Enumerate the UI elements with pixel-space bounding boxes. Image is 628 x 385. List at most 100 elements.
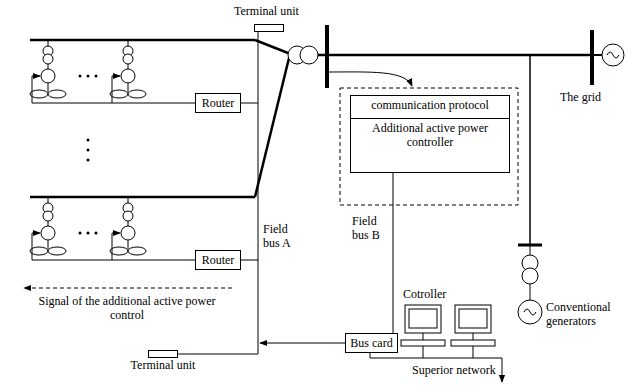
turbine-blade — [128, 90, 146, 98]
turbine-drop — [128, 40, 129, 46]
turbine-blade — [48, 90, 66, 98]
keyboard — [401, 340, 445, 346]
turbine-drop — [48, 40, 49, 46]
ellipsis-dot — [87, 232, 90, 235]
network-arrow — [502, 358, 503, 382]
control-feedback — [112, 76, 120, 103]
monitor-screen — [409, 309, 437, 328]
terminal-label: Terminal unit — [234, 4, 299, 18]
router-line — [32, 103, 195, 104]
transformer-symbol — [43, 211, 53, 221]
transformer-symbol — [43, 54, 53, 64]
monitor-stand — [423, 333, 424, 340]
ellipsis-dot — [87, 159, 90, 162]
process-box: Router — [195, 93, 241, 113]
bus-bar — [590, 30, 594, 85]
turbine-shaft — [128, 221, 129, 226]
transformer-symbol — [123, 211, 133, 221]
terminal-rect — [148, 350, 178, 358]
feeder-line — [30, 39, 255, 42]
network-wire — [370, 353, 502, 358]
transformer-symbol — [522, 268, 538, 284]
ellipsis-dot — [95, 232, 98, 235]
box-text: Bus card — [350, 336, 393, 350]
generator-symbol — [41, 226, 55, 240]
transformer-symbol — [300, 46, 318, 64]
grid-source — [602, 44, 624, 66]
generator-symbol — [121, 226, 135, 240]
measurement-arrow — [329, 72, 412, 86]
turbine-blade — [128, 247, 146, 255]
controller-enclosure — [340, 88, 518, 205]
turbine-shaft — [128, 240, 129, 249]
turbine-shaft — [128, 83, 129, 92]
turbine-blade — [110, 90, 128, 98]
annotation-label: Field bus A — [263, 222, 305, 250]
annotation-label: Signal of the additional active power co… — [32, 294, 222, 322]
wire — [530, 245, 531, 255]
annotation-label: Conventional generators — [546, 300, 624, 328]
box-text: communication protocol — [355, 98, 505, 112]
control-feedback — [32, 76, 40, 103]
turbine-shaft — [48, 64, 49, 69]
turbine-shaft — [128, 64, 129, 69]
terminal-label: Terminal unit — [131, 358, 196, 372]
turbine-blade — [30, 90, 48, 98]
control-feedback — [112, 233, 120, 260]
ac-symbol — [607, 52, 619, 58]
turbine-shaft — [48, 221, 49, 226]
monitor — [455, 305, 491, 333]
ellipsis-dot — [87, 75, 90, 78]
terminal-unit: Terminal unit — [234, 4, 299, 32]
box-text: Router — [200, 96, 236, 110]
turbine-drop — [48, 197, 49, 203]
terminal-unit: Terminal unit — [131, 350, 196, 372]
generator-symbol — [518, 300, 542, 324]
annotation-label: Cotroller — [403, 287, 446, 301]
process-box: Additional active power controller — [350, 118, 510, 173]
annotation-label: Field bus B — [352, 214, 390, 242]
network-wire — [423, 346, 424, 358]
wire — [530, 284, 531, 300]
control-feedback — [32, 233, 40, 260]
bus-card-arrow — [260, 343, 345, 344]
signal-arrow — [24, 288, 232, 289]
ellipsis-dot — [79, 75, 82, 78]
ellipsis-dot — [79, 232, 82, 235]
turbine-shaft — [48, 83, 49, 92]
monitor — [405, 305, 441, 333]
generator-symbol — [41, 69, 55, 83]
transmission-line — [318, 54, 592, 57]
power-network — [24, 25, 624, 382]
ac-symbol — [524, 309, 536, 315]
monitor-stand — [473, 333, 474, 340]
ellipsis-dot — [95, 75, 98, 78]
feeder-line — [255, 40, 288, 53]
monitor-screen — [459, 309, 487, 328]
turbine-blade — [110, 247, 128, 255]
transformer-symbol — [123, 54, 133, 64]
network-wire — [473, 346, 474, 358]
process-box: Bus card — [345, 333, 398, 353]
ellipsis-dot — [87, 139, 90, 142]
ellipsis-dot — [87, 149, 90, 152]
process-box: communication protocol — [350, 95, 510, 119]
branch-line — [529, 55, 531, 245]
feeder-line — [255, 58, 289, 197]
keyboard — [451, 340, 495, 346]
turbine-blade — [30, 247, 48, 255]
router-line — [32, 260, 195, 261]
feeder-line — [30, 196, 255, 199]
box-text: Router — [200, 253, 236, 267]
annotation-label: The grid — [560, 90, 601, 104]
turbine-shaft — [48, 240, 49, 249]
terminal-rect — [254, 24, 284, 32]
field-bus-line — [393, 173, 394, 333]
router-link — [241, 103, 258, 104]
annotation-label: Superior network — [412, 363, 496, 377]
turbine-drop — [128, 197, 129, 203]
grid-line — [592, 54, 602, 56]
